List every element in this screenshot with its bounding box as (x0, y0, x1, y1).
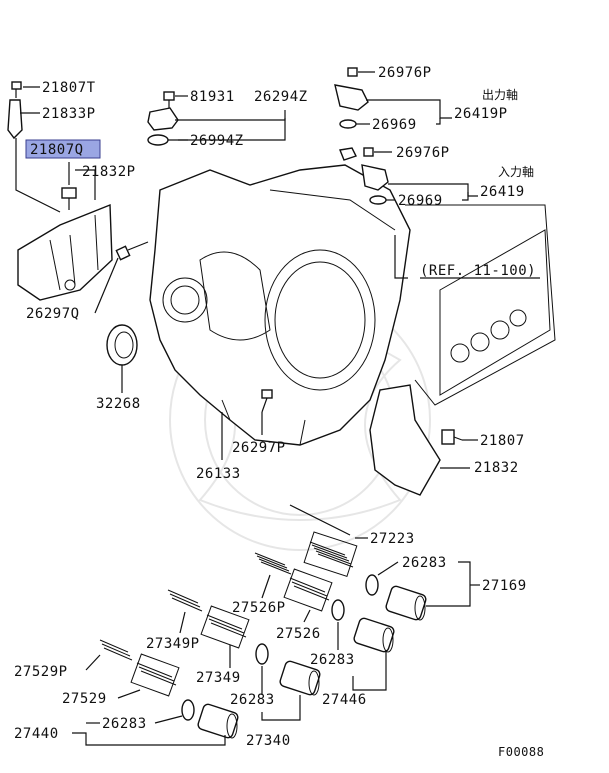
label-26133[interactable]: 26133 (196, 466, 241, 482)
spring-27349[interactable] (200, 605, 250, 649)
label-26994Z[interactable]: 26994Z (190, 133, 244, 149)
o-ring-26994Z[interactable] (147, 134, 169, 146)
sensor-26419[interactable] (361, 164, 389, 191)
label-27349[interactable]: 27349 (196, 670, 241, 686)
label-26283-c[interactable]: 26283 (230, 692, 275, 708)
part-labels: 21807T 21833P 21807Q 21832P 26297Q 32268… (14, 65, 544, 759)
label-21833P[interactable]: 21833P (42, 106, 96, 122)
o-ring-26283-c[interactable] (255, 643, 269, 665)
label-27440[interactable]: 27440 (14, 726, 59, 742)
o-ring-26969-a[interactable] (339, 119, 357, 129)
label-27169[interactable]: 27169 (482, 578, 527, 594)
piston-27446[interactable] (353, 617, 395, 653)
o-ring-26969-b[interactable] (369, 195, 387, 205)
label-26976P-b[interactable]: 26976P (396, 145, 450, 161)
label-26976P-a[interactable]: 26976P (378, 65, 432, 81)
label-21832[interactable]: 21832 (474, 460, 519, 476)
figure-code: F00088 (498, 745, 544, 759)
label-27529[interactable]: 27529 (62, 691, 107, 707)
label-21807[interactable]: 21807 (480, 433, 525, 449)
label-27526[interactable]: 27526 (276, 626, 321, 642)
o-ring-26283-b[interactable] (331, 599, 345, 621)
label-26297Q[interactable]: 26297Q (26, 306, 80, 322)
label-27223[interactable]: 27223 (370, 531, 415, 547)
label-26294Z[interactable]: 26294Z (254, 89, 308, 105)
highlight-21807Q (25, 139, 101, 159)
bracket-21832[interactable] (369, 384, 441, 496)
spring-27529[interactable] (130, 653, 180, 697)
spring-27223[interactable] (303, 531, 358, 577)
label-26297P[interactable]: 26297P (232, 440, 286, 456)
o-ring-26283-d[interactable] (181, 699, 195, 721)
o-ring-26283-a[interactable] (365, 574, 379, 596)
label-ref[interactable]: (REF. 11-100) (420, 263, 536, 279)
label-27340[interactable]: 27340 (246, 733, 291, 749)
label-21832P[interactable]: 21832P (82, 164, 136, 180)
label-27529P[interactable]: 27529P (14, 664, 68, 680)
bolt-26297P[interactable] (261, 389, 273, 413)
label-21807Q[interactable]: 21807Q (30, 142, 84, 158)
sensor-26419P[interactable] (334, 84, 369, 111)
label-26419P[interactable]: 26419P (454, 106, 508, 122)
piston-27340[interactable] (279, 660, 321, 696)
label-input-shaft: 入力軸 (498, 165, 534, 179)
label-27446[interactable]: 27446 (322, 692, 367, 708)
plate-21833P[interactable] (7, 99, 23, 140)
bracket-21832P[interactable] (17, 203, 113, 301)
spring-27529P[interactable] (99, 639, 133, 661)
bolt-21807T[interactable] (11, 81, 22, 98)
bolt-26976P-a[interactable] (347, 67, 358, 77)
label-27526P[interactable]: 27526P (232, 600, 286, 616)
bolt-81931[interactable] (163, 91, 175, 108)
label-26969-a[interactable]: 26969 (372, 117, 417, 133)
engine-outline (405, 204, 556, 406)
bolt-21807Q[interactable] (61, 187, 77, 210)
label-26419[interactable]: 26419 (480, 184, 525, 200)
label-26283-d[interactable]: 26283 (102, 716, 147, 732)
leader-lines (15, 71, 540, 746)
label-26283-a[interactable]: 26283 (402, 555, 447, 571)
piston-27169[interactable] (385, 585, 427, 621)
piston-27440[interactable] (197, 703, 239, 739)
label-output-shaft: 出力軸 (482, 88, 518, 102)
spring-27526P[interactable] (254, 552, 292, 575)
label-27349P[interactable]: 27349P (146, 636, 200, 652)
clip-part[interactable] (339, 147, 357, 161)
spring-27526[interactable] (283, 568, 333, 612)
spring-27349P[interactable] (167, 589, 203, 612)
label-26969-b[interactable]: 26969 (398, 193, 443, 209)
bolt-26976P-b[interactable] (363, 147, 374, 157)
label-32268[interactable]: 32268 (96, 396, 141, 412)
bolt-21807[interactable] (441, 429, 463, 445)
label-81931[interactable]: 81931 (190, 89, 235, 105)
label-26283-b[interactable]: 26283 (310, 652, 355, 668)
cover-26294Z[interactable] (147, 107, 179, 131)
bolt-26297Q[interactable] (115, 241, 149, 261)
oil-seal-32268[interactable] (106, 324, 138, 366)
transmission-case[interactable] (149, 164, 411, 446)
label-21807T[interactable]: 21807T (42, 80, 96, 96)
